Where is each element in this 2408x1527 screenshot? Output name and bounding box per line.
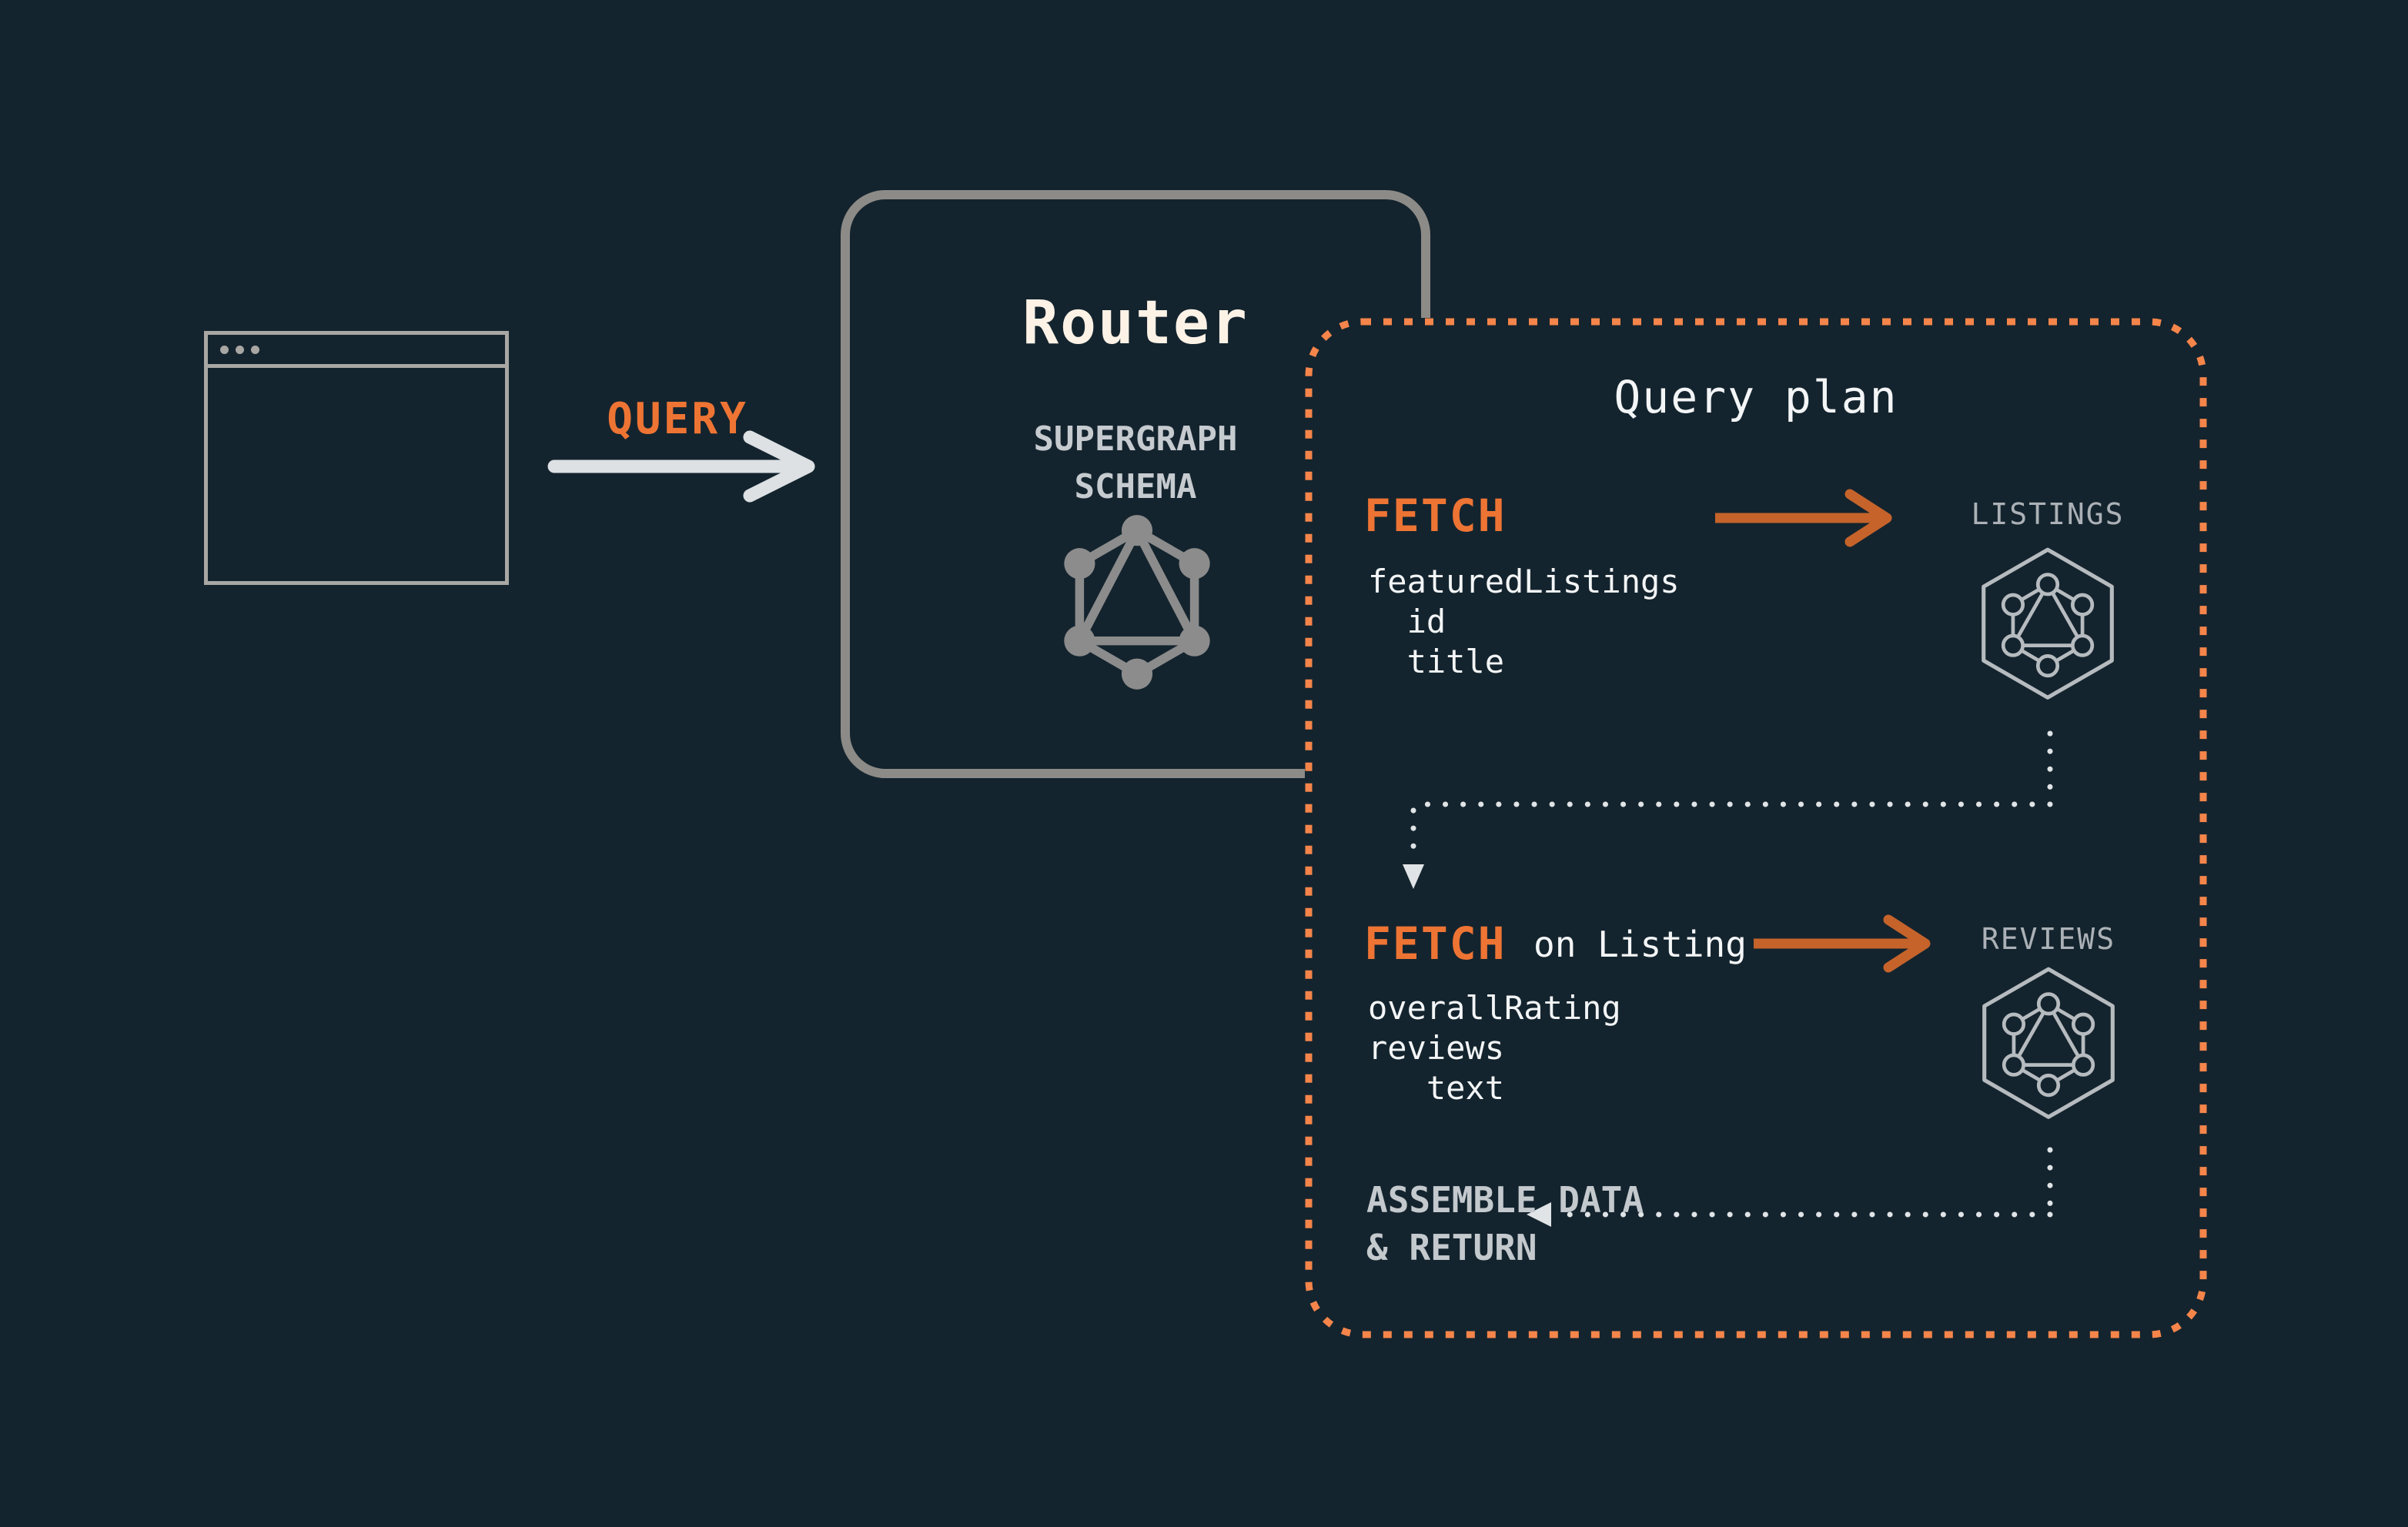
query-arrow-icon bbox=[547, 430, 815, 503]
fetch-keyword-step1: FETCH bbox=[1364, 490, 1507, 542]
browser-titlebar bbox=[208, 335, 505, 368]
query-plan-panel bbox=[1305, 318, 2207, 1338]
dotted-connector-step2-icon bbox=[1527, 1147, 2053, 1227]
window-control-icon bbox=[220, 345, 229, 354]
graphql-logo-icon bbox=[1064, 515, 1210, 690]
subgraph-label-reviews: REVIEWS bbox=[1981, 922, 2116, 956]
assemble-return-label: ASSEMBLE DATA & RETURN bbox=[1366, 1179, 1644, 1268]
fetch-fields-step1: featuredListings id title bbox=[1368, 563, 1680, 680]
fetch-keyword-step2: FETCH bbox=[1364, 917, 1507, 970]
browser-window bbox=[204, 331, 509, 585]
fetch-qualifier-step2: on Listing bbox=[1533, 924, 1747, 965]
window-control-icon bbox=[236, 345, 244, 354]
listings-subgraph-icon bbox=[1982, 547, 2114, 700]
query-label: QUERY bbox=[607, 394, 748, 444]
router-title: Router bbox=[1022, 289, 1249, 358]
fetch-arrow-step2-icon bbox=[1754, 914, 1931, 973]
query-plan-dotted-border bbox=[1305, 318, 2207, 1338]
subgraph-label-listings: LISTINGS bbox=[1971, 497, 2125, 531]
reviews-subgraph-icon bbox=[1982, 967, 2115, 1119]
dotted-connector-step1-icon bbox=[1403, 730, 2053, 889]
fetch-arrow-step1-icon bbox=[1715, 489, 1892, 547]
window-control-icon bbox=[251, 345, 259, 354]
fetch-fields-step2: overallRating reviews text bbox=[1368, 989, 1621, 1107]
query-plan-title: Query plan bbox=[1614, 371, 1898, 423]
router-subtitle: SUPERGRAPH SCHEMA bbox=[1033, 419, 1238, 506]
